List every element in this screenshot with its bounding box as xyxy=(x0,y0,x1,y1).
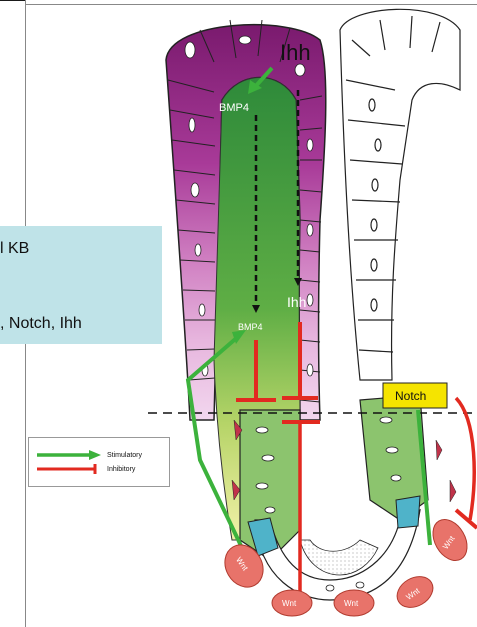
legend-inhibitory-label: Inhibitory xyxy=(107,466,135,473)
paneth-cell-right xyxy=(396,496,420,528)
ihh-top-label: Ihh xyxy=(280,40,311,65)
legend-stimulatory-arrowhead xyxy=(89,450,101,460)
bmp4-top-label: BMP4 xyxy=(219,102,249,114)
notch-inhibition xyxy=(456,398,474,520)
wnt-label-bottom-left: Wnt xyxy=(282,599,297,608)
ihh-mid-label: Ihh xyxy=(287,294,306,310)
legend-stimulatory-label: Stimulatory xyxy=(107,452,142,459)
wnt-label-bottom-center: Wnt xyxy=(344,599,359,608)
right-villus xyxy=(340,9,460,380)
notch-label: Notch xyxy=(395,389,426,403)
legend: Stimulatory Inhibitory xyxy=(28,437,170,487)
bmp4-mid-label: BMP4 xyxy=(238,322,263,332)
